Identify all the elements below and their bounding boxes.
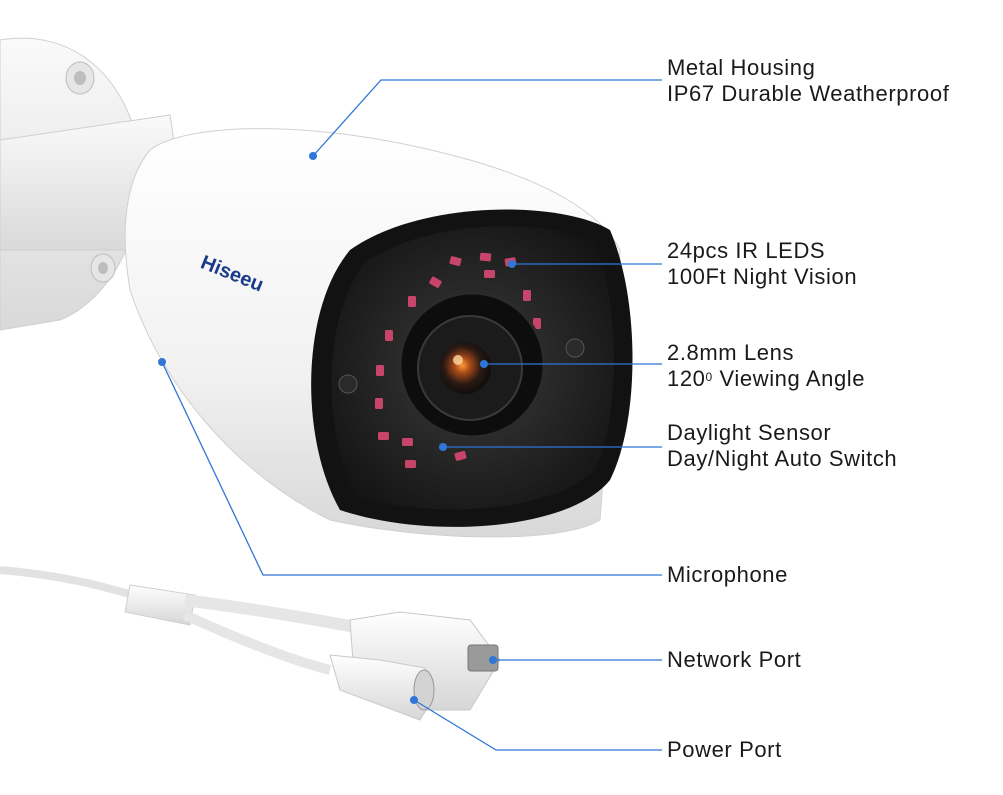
callout-power-port: Power Port bbox=[667, 737, 782, 763]
callout-title: Network Port bbox=[667, 647, 802, 672]
callout-title: Metal Housing bbox=[667, 55, 816, 80]
cable-assembly bbox=[0, 566, 501, 721]
callout-network-port: Network Port bbox=[667, 647, 801, 673]
callout-title: Power Port bbox=[667, 737, 782, 762]
leader-lines bbox=[158, 79, 662, 751]
callout-subtitle: 1200 Viewing Angle bbox=[667, 366, 866, 391]
callout-ir-leds: 24pcs IR LEDS 100Ft Night Vision bbox=[667, 238, 857, 290]
dc-jack-icon bbox=[413, 669, 435, 711]
rj45-socket-icon bbox=[467, 644, 499, 672]
callout-lens: 2.8mm Lens 1200 Viewing Angle bbox=[667, 340, 865, 392]
callout-metal-housing: Metal Housing IP67 Durable Weatherproof bbox=[667, 55, 949, 107]
callout-title: 2.8mm Lens bbox=[667, 340, 795, 365]
callout-daylight-sensor: Daylight Sensor Day/Night Auto Switch bbox=[667, 420, 897, 472]
callout-subtitle: IP67 Durable Weatherproof bbox=[667, 81, 950, 106]
power-port-connector bbox=[329, 654, 435, 721]
callout-subtitle: Day/Night Auto Switch bbox=[667, 446, 898, 471]
callout-microphone: Microphone bbox=[667, 562, 788, 588]
callout-title: Microphone bbox=[667, 562, 788, 587]
callout-subtitle: 100Ft Night Vision bbox=[667, 264, 858, 289]
camera-front bbox=[311, 209, 633, 527]
lens-icon bbox=[439, 342, 491, 394]
callout-title: 24pcs IR LEDS bbox=[667, 238, 826, 263]
ir-led-array bbox=[375, 252, 541, 468]
callout-title: Daylight Sensor bbox=[667, 420, 832, 445]
